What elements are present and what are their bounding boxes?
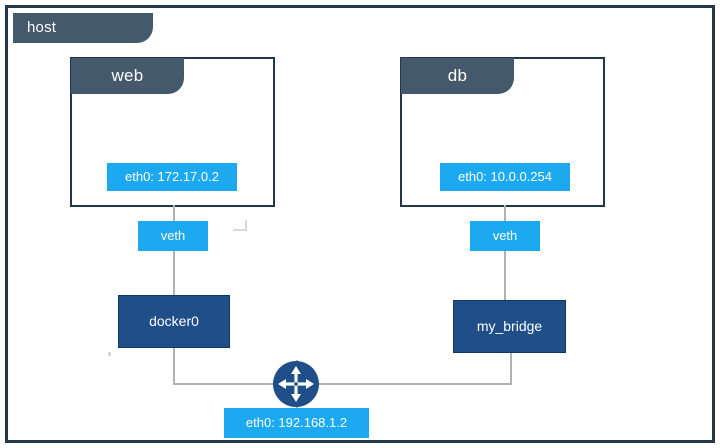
router-icon[interactable] (272, 360, 320, 408)
veth-box-db[interactable]: veth (470, 221, 540, 251)
connector-veth-to-docker0 (173, 251, 175, 295)
render-artifact-dash (233, 229, 247, 231)
veth-box-web[interactable]: veth (138, 221, 208, 251)
connector-mybridge-to-bus (510, 353, 512, 384)
bridge-my-bridge[interactable]: my_bridge (453, 300, 566, 353)
render-artifact-dot (108, 352, 111, 356)
db-eth0-label[interactable]: eth0: 10.0.0.254 (440, 163, 570, 191)
container-web-tab: web (71, 58, 184, 94)
container-db-title: db (447, 66, 468, 85)
container-db-tab: db (401, 58, 514, 94)
web-eth0-label[interactable]: eth0: 172.17.0.2 (107, 163, 237, 191)
bus-horizontal-line (173, 383, 512, 385)
connector-web-to-veth (173, 205, 175, 222)
connector-docker0-to-bus (173, 348, 175, 384)
container-web-title: web (111, 66, 144, 85)
bridge-docker0[interactable]: docker0 (118, 295, 230, 348)
render-artifact-tick (245, 220, 247, 231)
router-eth0-label[interactable]: eth0: 192.168.1.2 (224, 408, 369, 438)
host-tab: host (13, 13, 153, 43)
host-tab-label: host (27, 19, 57, 36)
connector-db-to-veth (504, 205, 506, 222)
container-web[interactable]: web (70, 57, 275, 207)
connector-veth-to-mybridge (504, 251, 506, 300)
